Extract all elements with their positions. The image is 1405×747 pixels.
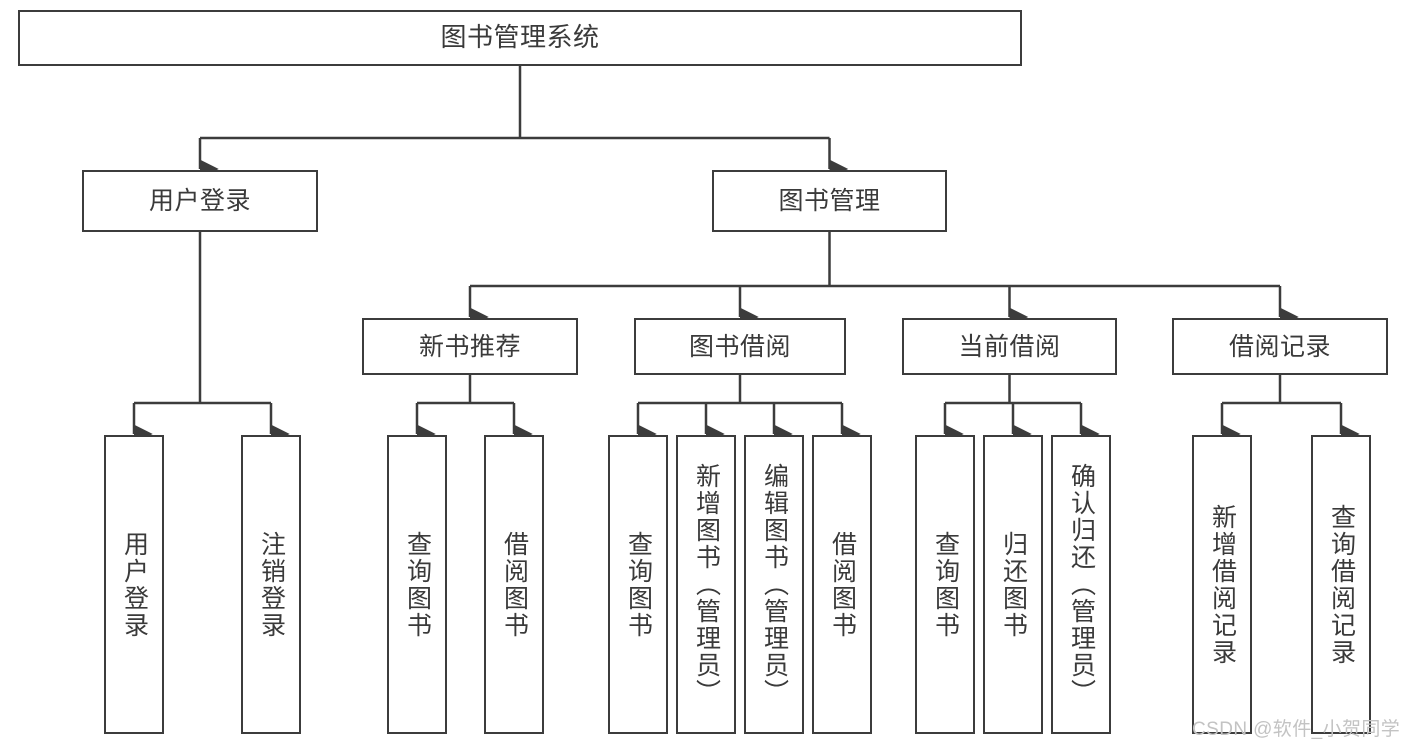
node-root[interactable]: 图书管理系统: [18, 10, 1022, 66]
node-leaf-borrow-1[interactable]: 借阅图书: [484, 435, 544, 734]
node-label: 借阅图书: [500, 530, 529, 639]
node-label: 查询图书: [403, 530, 432, 639]
node-label: 查询图书: [624, 530, 653, 639]
node-leaf-query-1[interactable]: 查询图书: [387, 435, 447, 734]
node-label: 查询图书: [931, 530, 960, 639]
node-leaf-logout[interactable]: 注销登录: [241, 435, 301, 734]
node-label: 新增借阅记录: [1208, 503, 1237, 666]
node-label: 编辑图书（管理员）: [760, 463, 789, 706]
node-leaf-add-rec[interactable]: 新增借阅记录: [1192, 435, 1252, 734]
node-label: 图书借阅: [688, 332, 791, 361]
node-borrow-record[interactable]: 借阅记录: [1172, 318, 1388, 375]
node-leaf-query-2[interactable]: 查询图书: [608, 435, 668, 734]
node-label: 当前借阅: [958, 332, 1061, 361]
node-current-borrow[interactable]: 当前借阅: [902, 318, 1117, 375]
node-leaf-return[interactable]: 归还图书: [983, 435, 1043, 734]
node-leaf-add-book[interactable]: 新增图书（管理员）: [676, 435, 736, 734]
node-label: 新增图书（管理员）: [692, 463, 721, 706]
node-label: 借阅记录: [1228, 332, 1331, 361]
node-label: 新书推荐: [418, 332, 521, 361]
node-label: 用户登录: [120, 530, 149, 639]
node-leaf-edit-book[interactable]: 编辑图书（管理员）: [744, 435, 804, 734]
node-book-borrow[interactable]: 图书借阅: [634, 318, 846, 375]
node-book-manage[interactable]: 图书管理: [712, 170, 947, 232]
node-leaf-borrow-2[interactable]: 借阅图书: [812, 435, 872, 734]
node-label: 图书管理: [778, 187, 881, 215]
node-new-book-rec[interactable]: 新书推荐: [362, 318, 578, 375]
node-label: 用户登录: [148, 187, 251, 215]
node-leaf-query-3[interactable]: 查询图书: [915, 435, 975, 734]
node-leaf-confirm[interactable]: 确认归还（管理员）: [1051, 435, 1111, 734]
node-label: 图书管理系统: [440, 22, 600, 53]
node-label: 确认归还（管理员）: [1067, 463, 1096, 706]
node-leaf-query-rec[interactable]: 查询借阅记录: [1311, 435, 1371, 734]
node-label: 借阅图书: [828, 530, 857, 639]
node-leaf-user-login[interactable]: 用户登录: [104, 435, 164, 734]
csdn-watermark: CSDN @软件_小贺同学: [1192, 719, 1401, 740]
node-label: 注销登录: [257, 530, 286, 639]
node-label: 查询借阅记录: [1327, 503, 1356, 666]
node-user-login[interactable]: 用户登录: [82, 170, 318, 232]
node-label: 归还图书: [999, 530, 1028, 639]
